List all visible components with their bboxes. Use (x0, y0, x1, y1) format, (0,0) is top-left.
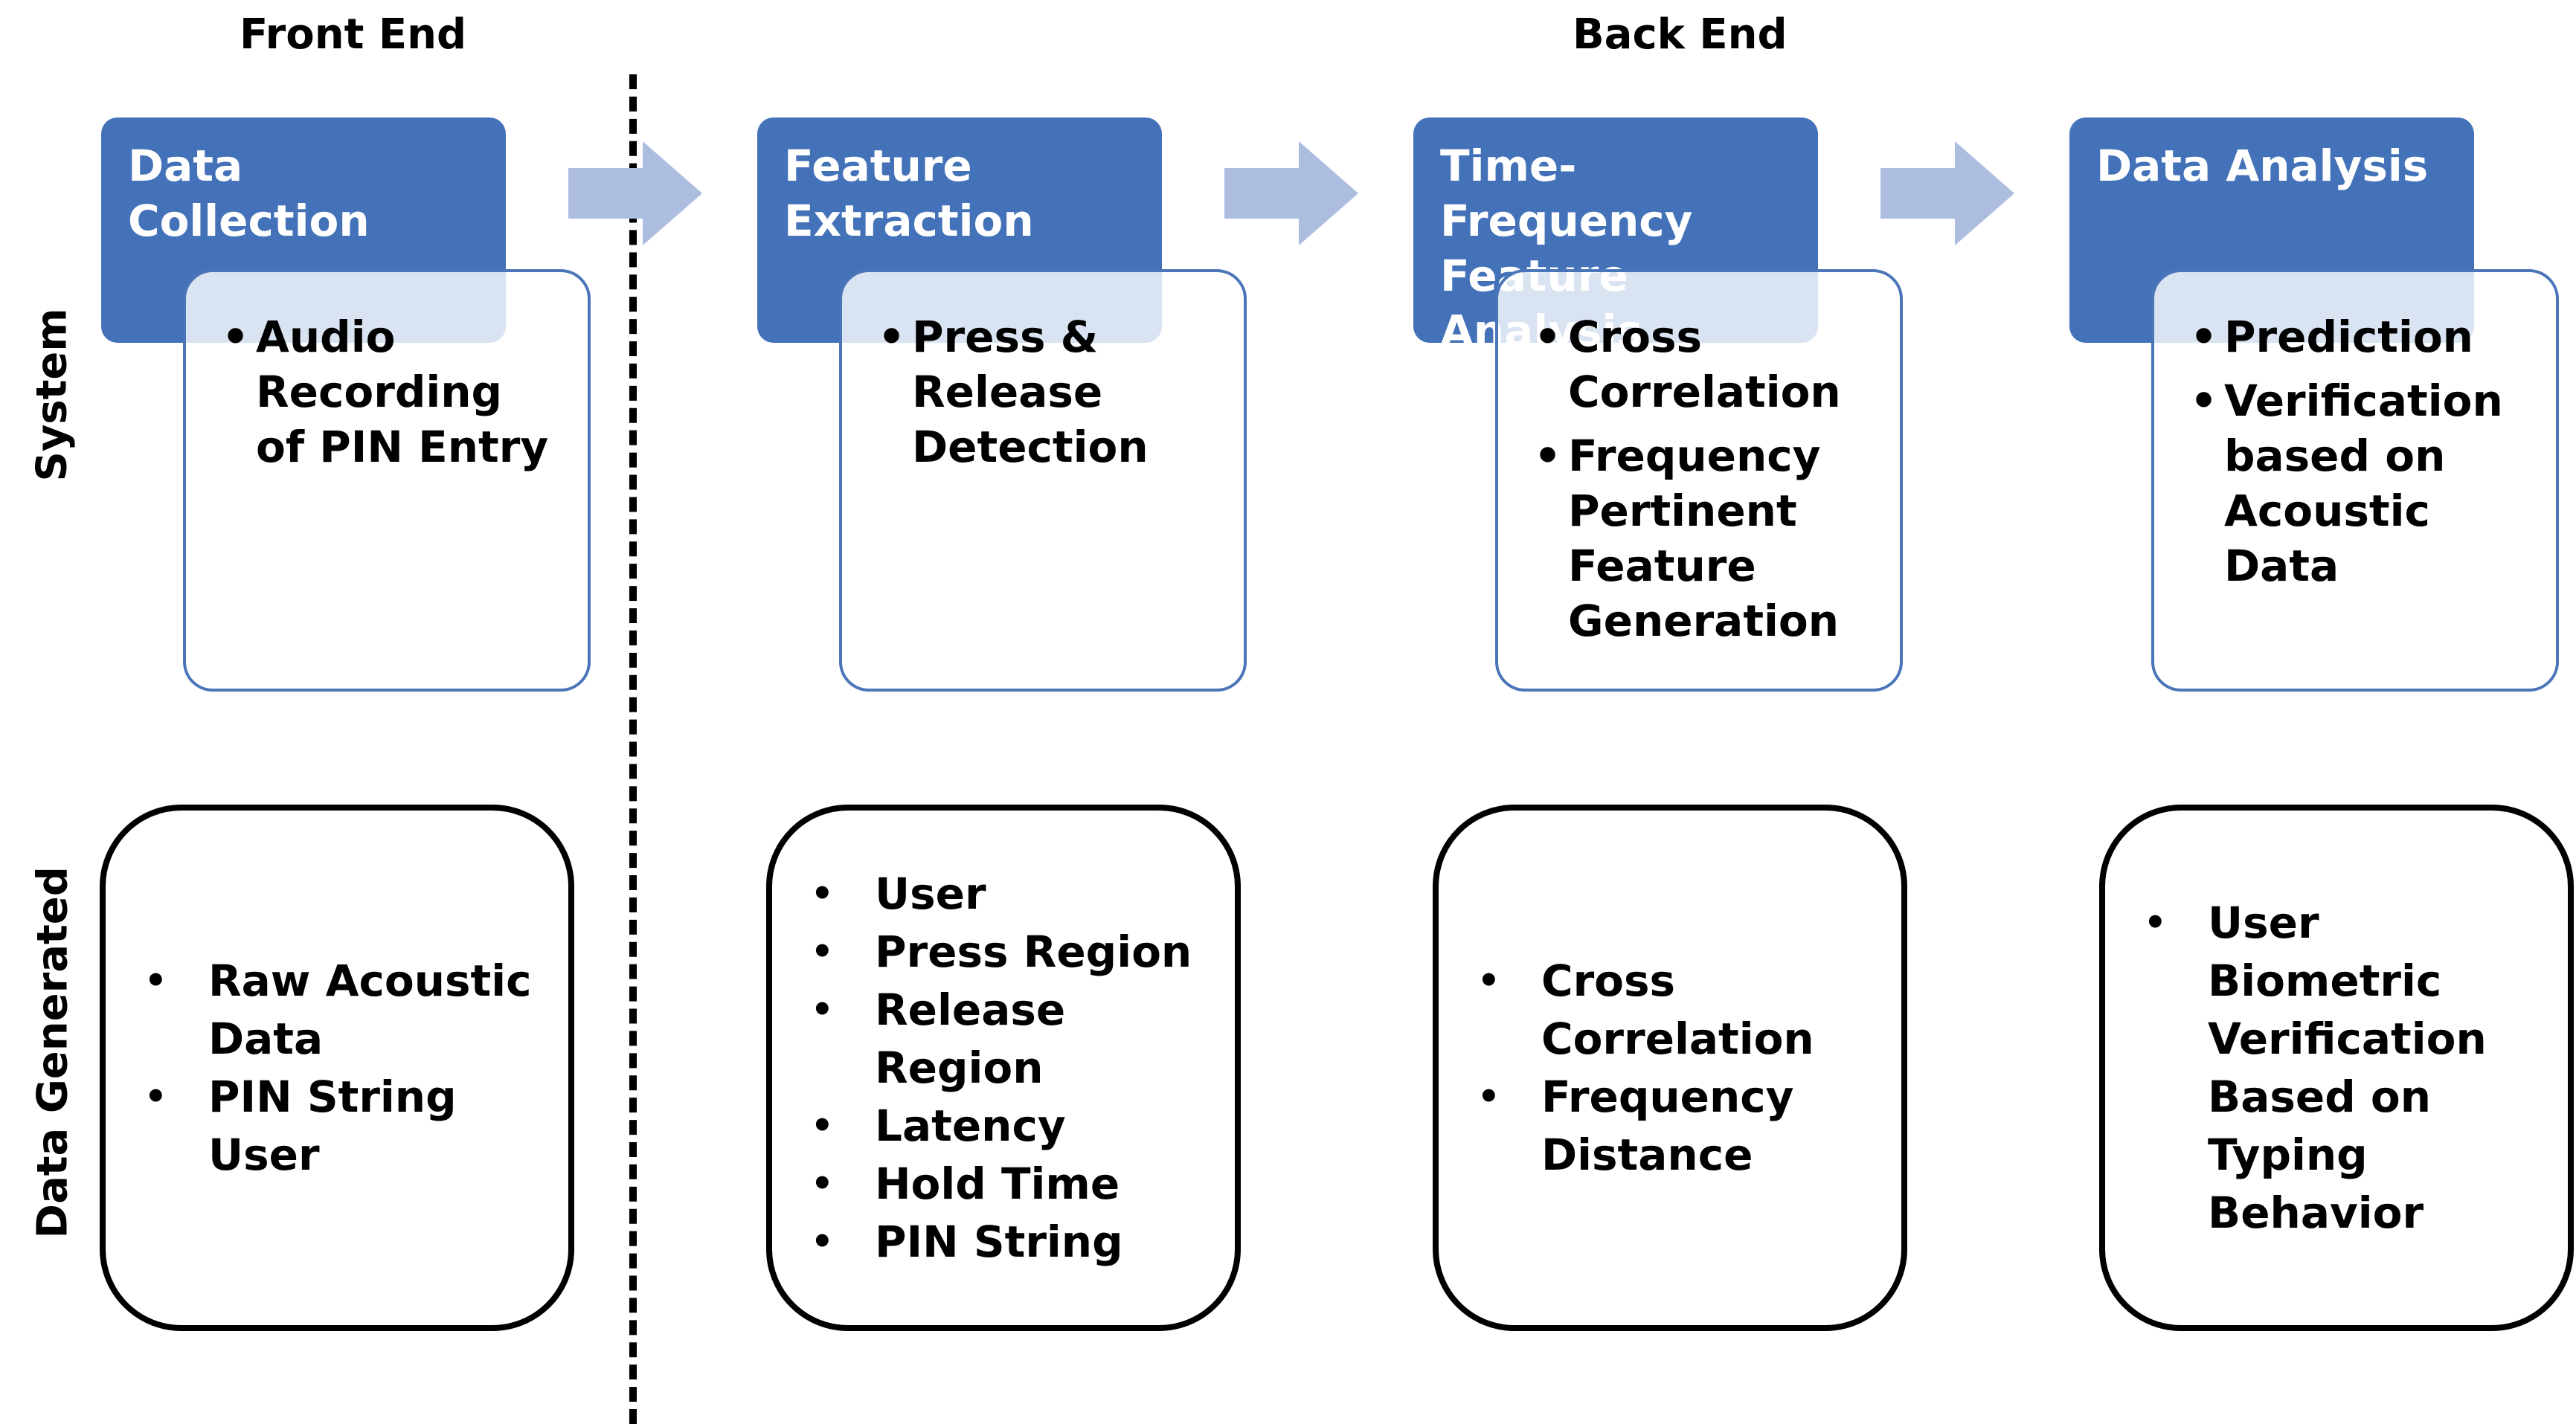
data-box-biometric: User Biometric Verification Based on Typ… (2099, 805, 2574, 1331)
stage-title: Data Collection (128, 141, 370, 246)
list-item: Latency (772, 1097, 1235, 1155)
front-back-divider (629, 74, 637, 1424)
data-box-features: User Press Region Release Region Latency… (766, 805, 1241, 1331)
list-item: Release Region (772, 981, 1235, 1097)
flow-arrow-icon (1224, 141, 1358, 245)
data-box-time-frequency: Cross Correlation Frequency Distance (1433, 805, 1907, 1331)
flow-arrow-icon (568, 141, 702, 245)
list-item: User Biometric Verification Based on Typ… (2105, 894, 2568, 1242)
list-item: Press Region (772, 923, 1235, 981)
list-item: Cross Correlation (1439, 952, 1901, 1068)
row-label-data-generated: Data Generated (28, 866, 77, 1239)
list-item: Cross Correlation (1534, 309, 1878, 419)
list-item: Audio Recording of PIN Entry (222, 309, 565, 474)
stage-body-data-collection: Audio Recording of PIN Entry (183, 269, 591, 692)
back-end-header: Back End (1573, 10, 1788, 59)
list-item: PIN String (772, 1213, 1235, 1271)
row-label-system: System (28, 308, 77, 482)
flow-arrow-icon (1880, 141, 2014, 245)
stage-title: Data Analysis (2096, 141, 2429, 191)
list-item: User (772, 865, 1235, 923)
list-item: Raw Acoustic Data (106, 952, 568, 1068)
stage-body-feature-extraction: Press & Release Detection (839, 269, 1247, 692)
list-item: PIN String User (106, 1068, 568, 1184)
list-item: Frequency Distance (1439, 1068, 1901, 1184)
stage-body-data-analysis: Prediction Verification based on Acousti… (2151, 269, 2559, 692)
list-item: Prediction (2190, 309, 2534, 364)
stage-body-time-frequency: Cross Correlation Frequency Pertinent Fe… (1495, 269, 1903, 692)
list-item: Verification based on Acoustic Data (2190, 373, 2534, 593)
stage-title: Feature Extraction (784, 141, 1034, 246)
list-item: Hold Time (772, 1155, 1235, 1213)
front-end-header: Front End (240, 10, 467, 59)
list-item: Frequency Pertinent Feature Generation (1534, 428, 1878, 648)
data-box-raw-acoustic: Raw Acoustic Data PIN String User (100, 805, 574, 1331)
list-item: Press & Release Detection (878, 309, 1221, 474)
